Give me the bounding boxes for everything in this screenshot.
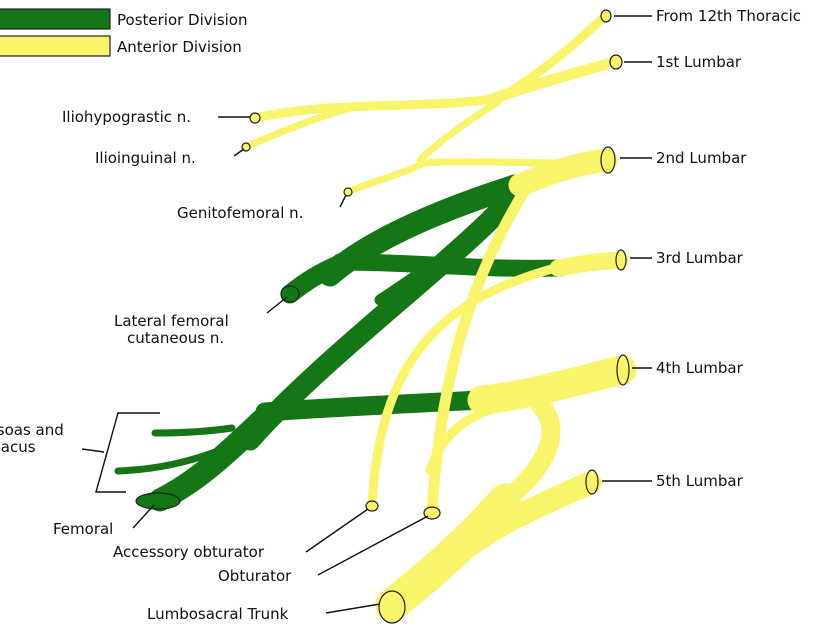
label-psoas-1: Psoas and [0, 421, 64, 439]
leader-femoral [132, 504, 155, 529]
label-thoracic12: From 12th Thoracic [656, 7, 801, 25]
label-lumbar4: 4th Lumbar [656, 359, 744, 377]
label-lumbar2: 2nd Lumbar [656, 149, 747, 167]
lumbar1-end [609, 54, 623, 70]
label-accessory-obturator: Accessory obturator [113, 543, 265, 561]
leader-genitofemoral [339, 194, 347, 208]
leader-lines [81, 15, 652, 614]
label-iliohypogastric: Iliohypograstic n. [62, 108, 191, 126]
lumbosacral-trunk-fill [375, 483, 522, 622]
l1-l2-connector-fill [416, 98, 502, 164]
leader-psoas-stem [81, 448, 105, 453]
lumbar2-anterior-root-fill [508, 148, 618, 197]
leader-ilioinguinal [233, 148, 245, 157]
psoas-branch-upper-fill [151, 424, 236, 437]
lumbar3-end [615, 249, 627, 271]
legend: Posterior Division Anterior Division [0, 8, 248, 57]
ilioinguinal-nerve-fill [242, 104, 354, 151]
label-lumbar3: 3rd Lumbar [656, 249, 744, 267]
labels: From 12th Thoracic 1st Lumbar 2nd Lumbar… [0, 7, 801, 623]
lumbar4-end [616, 354, 630, 386]
leader-lateral-femoral [266, 296, 288, 314]
leader-psoas-bracket [95, 412, 160, 493]
label-obturator: Obturator [218, 567, 292, 585]
label-lumbosacral: Lumbosacral Trunk [147, 605, 289, 623]
genitofemoral-nerve-fill [344, 158, 564, 196]
posterior-root-l3-fill [331, 253, 569, 277]
label-lumbar1: 1st Lumbar [656, 53, 742, 71]
lumbar2-end [600, 146, 616, 174]
iliohypogastric-nerve-fill [250, 93, 505, 123]
lumbar3-anterior-root-fill [549, 251, 629, 277]
posterior-division-nerves [114, 174, 569, 512]
lumbar5-end [585, 469, 599, 495]
label-lumbar5: 5th Lumbar [656, 472, 744, 490]
femoral-nerve-fill [148, 408, 274, 512]
iliacus-branch-lower-fill [114, 448, 219, 475]
label-femoral: Femoral [53, 520, 113, 538]
anterior-division-nerves [241, 9, 637, 624]
label-psoas-2: Iliacus [0, 438, 36, 456]
legend-swatch-posterior [0, 8, 111, 30]
genitofemoral-end [343, 187, 353, 197]
label-ilioinguinal: Ilioinguinal n. [95, 149, 196, 167]
label-lateral-femoral-1: Lateral femoral [114, 312, 229, 330]
posterior-l3-connector-fill [374, 260, 436, 306]
lumbosacral-trunk-end [378, 590, 406, 624]
leader-obturator [317, 515, 429, 576]
leader-accessory-obturator [305, 508, 369, 553]
posterior-root-l4-fill [255, 390, 492, 422]
leader-lumbosacral [325, 603, 381, 614]
legend-label-posterior: Posterior Division [117, 11, 248, 29]
accessory-obturator-end [365, 500, 379, 512]
accessory-obturator-nerve-fill [367, 263, 560, 510]
l4-obturator-contribution-fill [425, 405, 495, 475]
lumbar4-anterior-root-fill [467, 355, 637, 415]
iliohypogastric-end [249, 112, 261, 124]
femoral-nerve-end [135, 492, 181, 510]
label-lateral-femoral-2: cutaneous n. [127, 329, 224, 347]
label-genitofemoral: Genitofemoral n. [177, 204, 303, 222]
legend-swatch-anterior [0, 35, 111, 57]
legend-label-anterior: Anterior Division [117, 38, 242, 56]
lumbar1-root-fill [484, 56, 620, 106]
thoracic12-end [600, 9, 612, 23]
